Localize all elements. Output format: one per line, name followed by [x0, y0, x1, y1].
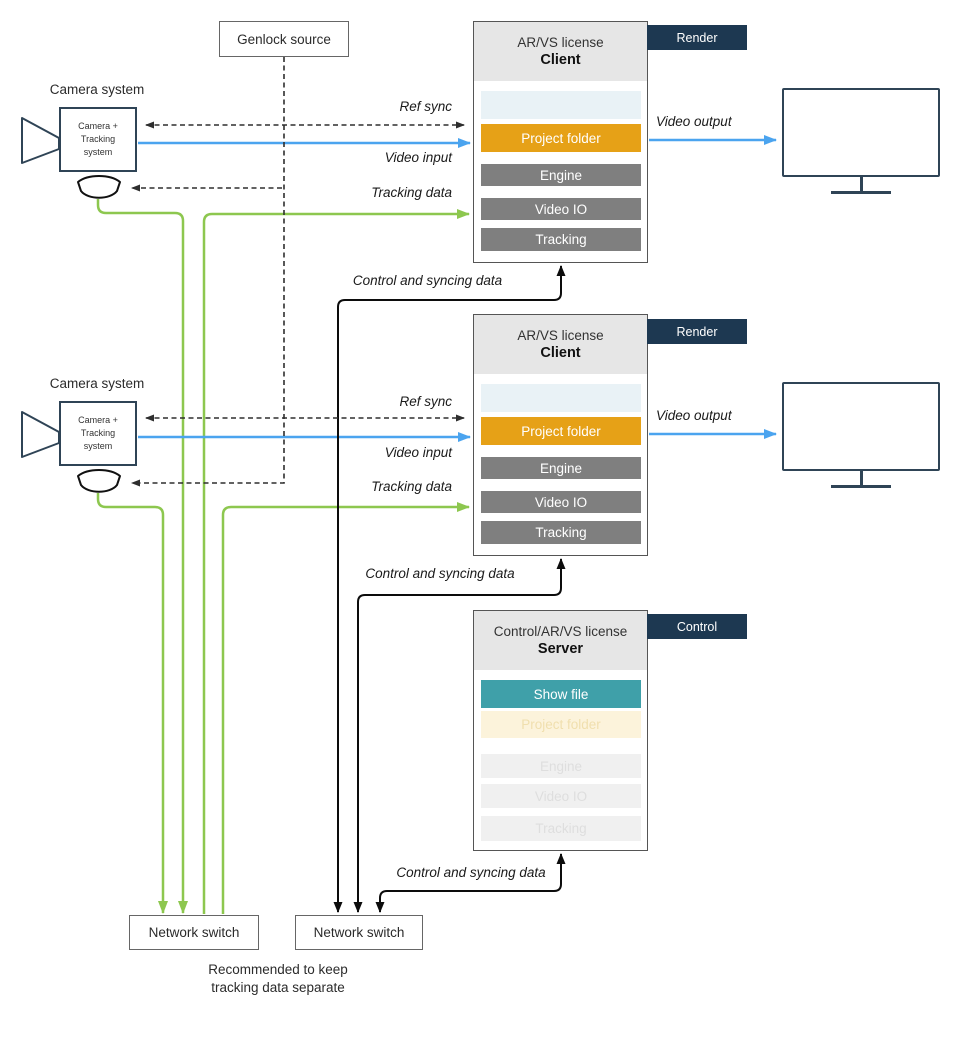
genlock-trunk-wire — [131, 57, 285, 487]
engine-block-faded: Engine — [481, 754, 641, 778]
tracking-wire-camera1-to-switch — [96, 199, 188, 914]
tracking-note: Recommended to keep tracking data separa… — [178, 961, 378, 996]
engine-block: Engine — [481, 457, 641, 479]
monitor-stand-2 — [860, 471, 863, 486]
client-license-label: AR/VS license — [517, 328, 604, 343]
camera-body-line: Camera + — [78, 120, 118, 131]
network-switch-label: Network switch — [313, 925, 405, 940]
tracking-data-label-1: Tracking data — [371, 185, 452, 200]
show-file-block: Show file — [481, 680, 641, 708]
camera-body-line: Tracking — [80, 133, 116, 144]
camera-system-title-1: Camera system — [49, 82, 145, 97]
video-input-label-2: Video input — [384, 445, 452, 460]
client-license-label: AR/VS license — [517, 35, 604, 50]
video-output-label-1: Video output — [656, 114, 732, 129]
control-tag: Control — [647, 614, 747, 639]
server-header: Control/AR/VS license Server — [474, 611, 647, 670]
tracking-note-line: tracking data separate — [211, 979, 345, 995]
tracking-sensor-icon — [77, 175, 121, 199]
video-io-block-faded: Video IO — [481, 784, 641, 808]
camera-lens-icon — [21, 117, 60, 164]
video-io-block: Video IO — [481, 198, 641, 220]
tracking-block-faded: Tracking — [481, 816, 641, 841]
monitor-base-2 — [831, 485, 891, 488]
monitor-1 — [782, 88, 940, 177]
tracking-wire-switch-to-client1 — [202, 209, 470, 914]
genlock-source-label: Genlock source — [237, 31, 331, 47]
network-switch-label: Network switch — [148, 925, 240, 940]
camera-lens-icon — [21, 411, 60, 458]
camera-body-1: Camera + Tracking system — [59, 107, 137, 172]
tracking-sensor-icon — [77, 469, 121, 493]
client-role-label: Client — [540, 345, 581, 361]
camera-system-title-2: Camera system — [49, 376, 145, 391]
camera-body-2: Camera + Tracking system — [59, 401, 137, 466]
render-tag-2: Render — [647, 319, 747, 344]
server-box: Control/AR/VS license Server Show file P… — [473, 610, 648, 851]
ref-sync-label-2: Ref sync — [399, 394, 452, 409]
show-file-slot-empty — [481, 91, 641, 119]
project-folder-block-faded: Project folder — [481, 711, 641, 738]
engine-block: Engine — [481, 164, 641, 186]
client-box-1: AR/VS license Client Project folder Engi… — [473, 21, 648, 263]
monitor-base-1 — [831, 191, 891, 194]
control-syncing-label-2: Control and syncing data — [365, 566, 515, 581]
control-wire-client2 — [353, 558, 566, 913]
show-file-slot-empty — [481, 384, 641, 412]
camera-body-line: system — [83, 441, 113, 452]
video-output-label-2: Video output — [656, 408, 732, 423]
video-io-block: Video IO — [481, 491, 641, 513]
genlock-source-box: Genlock source — [219, 21, 349, 57]
monitor-stand-1 — [860, 177, 863, 192]
ref-sync-label-1: Ref sync — [399, 99, 452, 114]
tracking-wire-camera2-to-switch — [96, 493, 168, 914]
camera-body-line: system — [83, 147, 113, 158]
camera-body-line: Camera + — [78, 414, 118, 425]
control-syncing-label-3: Control and syncing data — [396, 865, 546, 880]
render-tag-1: Render — [647, 25, 747, 50]
control-wire-server — [375, 853, 566, 913]
network-switch-control: Network switch — [295, 915, 423, 950]
camera-body-line: Tracking — [80, 427, 116, 438]
tracking-wire-switch-to-client2 — [221, 502, 470, 914]
server-role-label: Server — [537, 641, 584, 657]
tracking-block: Tracking — [481, 228, 641, 251]
monitor-2 — [782, 382, 940, 471]
control-syncing-label-1: Control and syncing data — [352, 273, 503, 288]
client-box-2: AR/VS license Client Project folder Engi… — [473, 314, 648, 556]
tracking-data-label-2: Tracking data — [371, 479, 452, 494]
client-role-label: Client — [540, 52, 581, 68]
project-folder-block: Project folder — [481, 417, 641, 445]
control-wire-client1 — [333, 265, 566, 913]
client-header-1: AR/VS license Client — [474, 22, 647, 81]
network-switch-tracking: Network switch — [129, 915, 259, 950]
client-header-2: AR/VS license Client — [474, 315, 647, 374]
server-license-label: Control/AR/VS license — [493, 624, 628, 639]
video-input-label-1: Video input — [384, 150, 452, 165]
tracking-block: Tracking — [481, 521, 641, 544]
project-folder-block: Project folder — [481, 124, 641, 152]
tracking-note-line: Recommended to keep — [208, 962, 348, 977]
